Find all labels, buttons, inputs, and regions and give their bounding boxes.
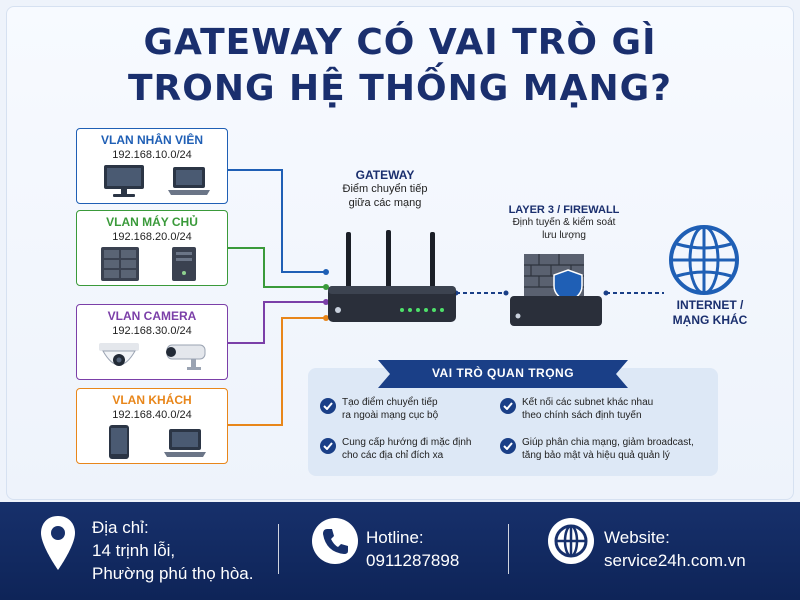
- role-text-line2: ra ngoài mạng cục bộ: [342, 410, 439, 421]
- wire-vlan-guest: [228, 317, 326, 426]
- phone-icon: [109, 425, 129, 459]
- website-url[interactable]: service24h.com.vn: [604, 551, 746, 570]
- wire-dot-guest: [323, 315, 329, 321]
- address-line2: Phường phú thọ hòa.: [92, 564, 254, 583]
- gateway-label: GATEWAY Điểm chuyển tiếp giữa các mạng: [320, 168, 450, 210]
- firewall-desc-line2: lưu lượng: [542, 230, 586, 241]
- role-text-line2: tăng bảo mật và hiệu quả quản lý: [522, 450, 670, 461]
- check-icon: [320, 438, 336, 454]
- hotline-block: Hotline: 0911287898: [366, 526, 459, 572]
- gateway-desc-line1: Điểm chuyển tiếp: [342, 183, 428, 195]
- dome-camera-icon: [99, 343, 139, 366]
- firewall-desc-line1: Định tuyến & kiểm soát: [512, 217, 616, 228]
- wire-dot-fw-left: [503, 290, 509, 296]
- web-globe-icon: [548, 518, 594, 564]
- check-icon: [500, 438, 516, 454]
- desktop-icon: [104, 165, 144, 197]
- role-text-line2: theo chính sách định tuyến: [522, 410, 642, 421]
- ribbon-shape: [378, 360, 628, 388]
- website-label: Website:: [604, 528, 670, 547]
- address-block: Địa chỉ: 14 trịnh lỗi, Phường phú thọ hò…: [92, 516, 253, 585]
- wire-vlan-server: [228, 247, 326, 288]
- address-label: Địa chỉ:: [92, 518, 149, 537]
- firewall-icon: [510, 254, 602, 326]
- role-text-line1: Cung cấp hướng đi mặc định: [342, 437, 472, 448]
- hotline-label: Hotline:: [366, 528, 424, 547]
- vlan-subnet: 192.168.20.0/24: [112, 231, 192, 243]
- firewall-label: LAYER 3 / FIREWALL Định tuyến & kiểm soá…: [484, 204, 644, 242]
- wire-dot-staff: [323, 269, 329, 275]
- vlan-name: VLAN NHÂN VIÊN: [100, 133, 203, 147]
- role-text-line1: Tạo điểm chuyển tiếp: [342, 397, 438, 408]
- hotline-number[interactable]: 0911287898: [366, 551, 460, 570]
- roles-panel: VAI TRÒ QUAN TRỌNG Tạo điểm chuyển tiếp r…: [308, 360, 718, 476]
- vlan-name: VLAN KHÁCH: [112, 393, 192, 407]
- router-icon: [328, 230, 456, 322]
- laptop-icon: [168, 167, 210, 195]
- wire-dot-server: [323, 284, 329, 290]
- role-text-line1: Kết nối các subnet khác nhau: [522, 397, 654, 408]
- vlan-subnet: 192.168.30.0/24: [112, 325, 192, 337]
- footer-divider: [278, 524, 279, 574]
- gateway-title: GATEWAY: [355, 168, 415, 182]
- gateway-desc-line2: giữa các mạng: [348, 197, 422, 209]
- internet-label-line2: MẠNG KHÁC: [672, 313, 748, 327]
- wire-vlan-camera: [228, 301, 326, 344]
- roles-heading: VAI TRÒ QUAN TRỌNG: [431, 366, 575, 380]
- wire-vlan-staff: [228, 169, 326, 273]
- page-title-line1: GATEWAY CÓ VAI TRÒ GÌ: [143, 22, 657, 63]
- address-line1: 14 trịnh lỗi,: [92, 541, 176, 560]
- footer-divider: [508, 524, 509, 574]
- vlan-box-staff: VLAN NHÂN VIÊN 192.168.10.0/24: [76, 128, 228, 204]
- contact-footer: Địa chỉ: 14 trịnh lỗi, Phường phú thọ hò…: [0, 502, 800, 600]
- vlan-box-camera: VLAN CAMERA 192.168.30.0/24: [76, 304, 228, 380]
- vlan-name: VLAN MÁY CHỦ: [106, 215, 198, 229]
- role-text-line2: cho các địa chỉ đích xa: [342, 450, 444, 461]
- website-block: Website: service24h.com.vn: [604, 526, 746, 572]
- vlan-subnet: 192.168.40.0/24: [112, 409, 192, 421]
- firewall-title: LAYER 3 / FIREWALL: [508, 204, 620, 216]
- roles-heading-ribbon: VAI TRÒ QUAN TRỌNG: [378, 360, 628, 388]
- vlan-box-guest: VLAN KHÁCH 192.168.40.0/24: [76, 388, 228, 464]
- vlan-box-server: VLAN MÁY CHỦ 192.168.20.0/24: [76, 210, 228, 286]
- wire-dot-camera: [323, 299, 329, 305]
- internet-label-line1: INTERNET /: [676, 298, 744, 312]
- role-text-line1: Giúp phân chia mạng, giảm broadcast,: [522, 437, 694, 448]
- laptop-icon: [164, 429, 206, 457]
- vlan-subnet: 192.168.10.0/24: [112, 149, 192, 161]
- wire-dot-fw-right: [603, 290, 609, 296]
- server-rack-icon: [101, 247, 139, 281]
- check-icon: [320, 398, 336, 414]
- server-tower-icon: [172, 247, 196, 281]
- internet-label: INTERNET / MẠNG KHÁC: [660, 298, 760, 328]
- page-title-line2: TRONG HỆ THỐNG MẠNG?: [127, 68, 673, 109]
- vlan-name: VLAN CAMERA: [107, 309, 197, 323]
- globe-icon: [669, 225, 739, 295]
- location-pin-icon: [41, 516, 75, 570]
- phone-call-icon: [312, 518, 358, 564]
- check-icon: [500, 398, 516, 414]
- bullet-camera-icon: [166, 344, 206, 370]
